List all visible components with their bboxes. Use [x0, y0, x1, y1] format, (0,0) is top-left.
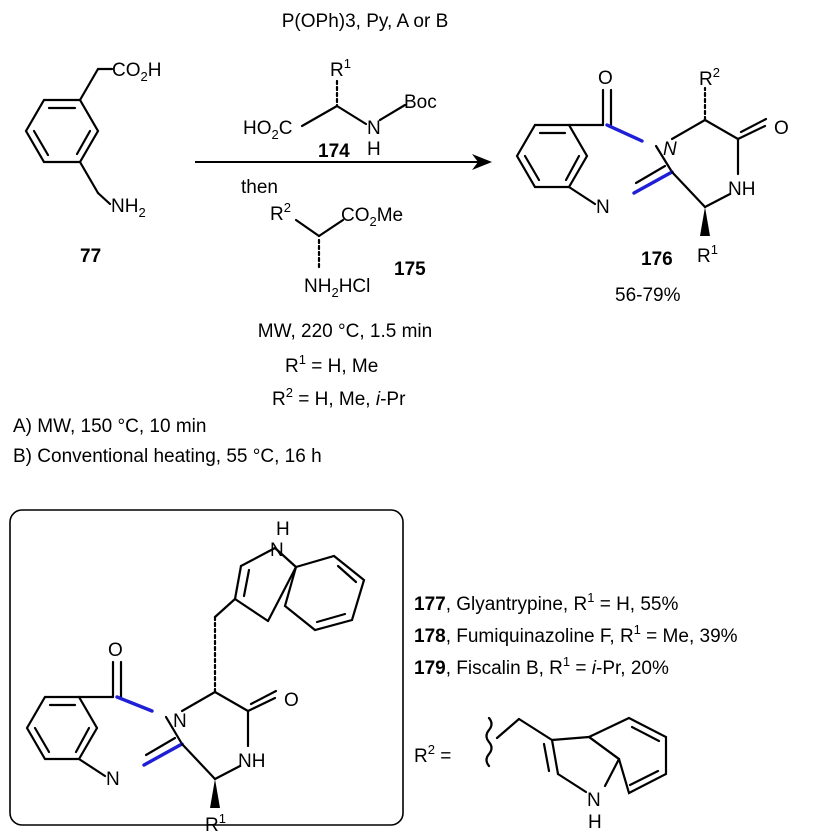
- condition-b: B) Conventional heating, 55 °C, 16 h: [13, 446, 322, 467]
- product-r2: R2: [699, 65, 720, 90]
- list-item-179: 179, Fiscalin B, R1 = i-Pr, 20%: [414, 654, 669, 679]
- wavy-bond: [485, 716, 493, 768]
- acid-group: CO2H: [112, 60, 161, 84]
- box-o-right: O: [284, 690, 299, 711]
- benzene-ring: [515, 123, 589, 189]
- compound-174: 174: [318, 141, 350, 162]
- amine-group: NH2: [111, 196, 146, 220]
- ring-nh: NH: [728, 179, 755, 200]
- box-nh: NH: [238, 751, 265, 772]
- r2-h: H: [588, 812, 602, 833]
- list-item-177: 177, Glyantrypine, R1 = H, 55%: [414, 590, 679, 615]
- aminoacid-r1: R1: [330, 56, 351, 81]
- list-item-178: 178, Fumiquinazoline F, R1 = Me, 39%: [414, 622, 738, 647]
- benzene-ring: [586, 716, 668, 795]
- indole-h: H: [276, 519, 290, 540]
- product-176: O O N N NH R2 R1 176 56-79%: [515, 65, 789, 306]
- condition-a: A) MW, 150 °C, 10 min: [13, 416, 206, 437]
- reaction-arrow: [195, 154, 492, 170]
- benzene-ring: [283, 554, 366, 632]
- bond: [300, 104, 339, 128]
- compound-77: 77: [80, 246, 101, 267]
- carbonyl-o-right: O: [774, 118, 789, 139]
- structure-box: [9, 509, 404, 826]
- ester-175: R2 CO2Me NH2HCl 175: [270, 200, 426, 300]
- product-yield: 56-79%: [615, 285, 681, 306]
- box-o-left: O: [108, 640, 123, 661]
- boxed-structure: H N O O N N NH R1: [25, 519, 366, 834]
- then-label: then: [241, 177, 278, 198]
- r2-label: R2 =: [414, 742, 451, 767]
- ester-group: CO2Me: [341, 205, 403, 229]
- box-n2: N: [106, 769, 120, 790]
- ester-r2: R2: [270, 200, 291, 225]
- anthranilic-acid-77: CO2H NH2 77: [24, 60, 161, 267]
- bond: [317, 218, 345, 238]
- bond: [378, 103, 407, 122]
- aminoacid-h: H: [367, 139, 381, 160]
- r2-definition: R2 = N H: [414, 716, 668, 833]
- compound-176: 176: [641, 249, 673, 270]
- aminoacid-left: HO2C: [243, 118, 292, 142]
- condition-mw: MW, 220 °C, 1.5 min: [258, 321, 432, 342]
- bond: [294, 218, 321, 238]
- reagent-line: P(OPh)3, Py, A or B: [282, 11, 449, 32]
- ring-n1: N: [663, 139, 677, 160]
- aminoacid-174: R1 HO2C N H Boc 174: [243, 56, 437, 162]
- bond: [335, 104, 368, 126]
- carbonyl-o-top: O: [598, 68, 613, 89]
- indole-n: N: [270, 540, 284, 561]
- aminoacid-n: N: [367, 118, 381, 139]
- condition-r2: R2 = H, Me, i-Pr: [272, 385, 406, 410]
- condition-r1: R1 = H, Me: [285, 352, 378, 377]
- benzene-ring: [25, 695, 99, 761]
- ring-n2: N: [596, 197, 610, 218]
- benzene-ring: [24, 98, 100, 164]
- product-r1: R1: [697, 242, 718, 267]
- compound-175: 175: [394, 259, 426, 280]
- box-n1: N: [173, 711, 187, 732]
- box-r1: R1: [205, 811, 226, 834]
- aminoacid-boc: Boc: [404, 92, 437, 113]
- ester-amine: NH2HCl: [304, 276, 370, 300]
- r2-n: N: [587, 790, 601, 811]
